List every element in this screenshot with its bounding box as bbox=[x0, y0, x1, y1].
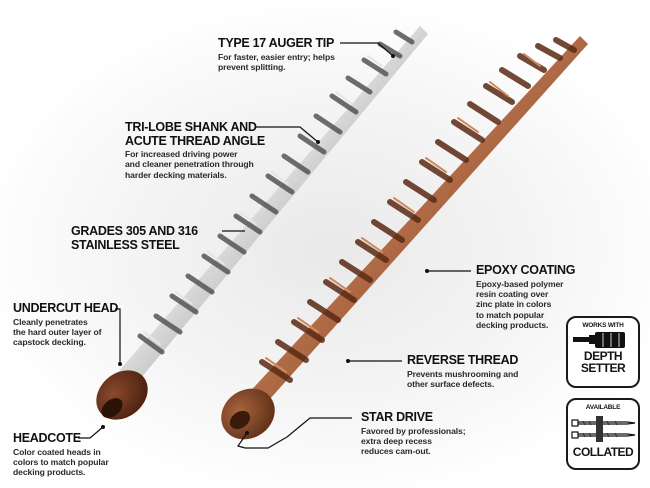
epoxy-coated-screw bbox=[221, 36, 588, 440]
callout-desc: Favored by professionals; extra deep rec… bbox=[361, 425, 466, 457]
badge-top-label: AVAILABLE bbox=[585, 404, 621, 411]
callout-headcote: HEADCOTE Color coated heads in colors to… bbox=[13, 431, 109, 478]
leader-lines bbox=[78, 42, 471, 449]
callout-desc: Cleanly penetrates the hard outer layer … bbox=[13, 316, 102, 348]
callout-desc: For increased driving power and cleaner … bbox=[125, 149, 254, 180]
callout-title: STAR DRIVE bbox=[361, 410, 433, 424]
badge-collated: AVAILABLE COLLATED bbox=[566, 398, 640, 470]
callout-title: EPOXY COATING bbox=[476, 263, 576, 277]
callout-desc: Epoxy-based polymer resin coating over z… bbox=[476, 278, 564, 331]
callout-grades: GRADES 305 AND 316 STAINLESS STEEL bbox=[71, 224, 198, 252]
collated-screws-icon bbox=[570, 416, 635, 442]
callout-tri-lobe: TRI-LOBE SHANK AND ACUTE THREAD ANGLE Fo… bbox=[125, 120, 265, 180]
callout-epoxy-coating: EPOXY COATING Epoxy-based polymer resin … bbox=[476, 263, 576, 331]
badge-line2: SETTER bbox=[580, 361, 626, 375]
callout-title: HEADCOTE bbox=[13, 431, 81, 445]
badge-depth-setter: WORKS WITH DEPTH SETTER bbox=[566, 316, 640, 388]
callout-desc: For faster, easier entry; helps prevent … bbox=[218, 51, 335, 72]
callout-title: TYPE 17 AUGER TIP bbox=[218, 36, 334, 50]
callout-desc: Color coated heads in colors to match po… bbox=[13, 446, 109, 478]
callout-title: UNDERCUT HEAD bbox=[13, 301, 119, 315]
callout-title: GRADES 305 AND 316 STAINLESS STEEL bbox=[71, 224, 198, 252]
star-drive-icon bbox=[229, 410, 251, 430]
star-recess-icon bbox=[101, 398, 123, 418]
callout-auger-tip: TYPE 17 AUGER TIP For faster, easier ent… bbox=[218, 36, 335, 72]
callout-undercut-head: UNDERCUT HEAD Cleanly penetrates the har… bbox=[13, 301, 119, 348]
callout-star-drive: STAR DRIVE Favored by professionals; ext… bbox=[361, 410, 466, 457]
callout-desc: Prevents mushrooming and other surface d… bbox=[407, 368, 519, 389]
callout-reverse-thread: REVERSE THREAD Prevents mushrooming and … bbox=[407, 353, 519, 389]
stainless-screw bbox=[96, 26, 428, 420]
badge-line1: COLLATED bbox=[572, 445, 634, 459]
callout-title: REVERSE THREAD bbox=[407, 353, 519, 367]
depth-setter-bit-icon bbox=[572, 332, 625, 348]
callout-title: TRI-LOBE SHANK AND ACUTE THREAD ANGLE bbox=[125, 120, 265, 148]
badge-top-label: WORKS WITH bbox=[582, 322, 624, 329]
badge-line1: DEPTH bbox=[583, 349, 623, 363]
